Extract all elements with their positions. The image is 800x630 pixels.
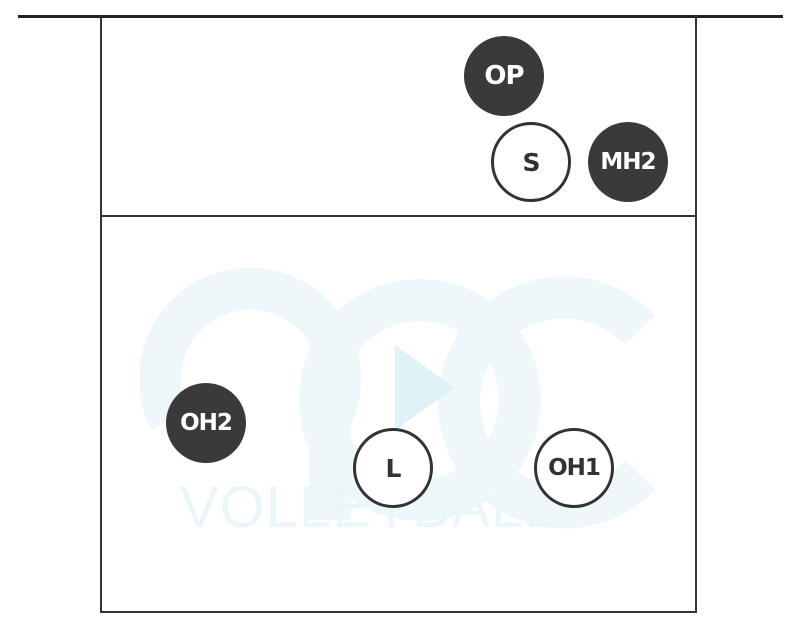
player-s-label: S (522, 147, 540, 177)
net-line (18, 15, 783, 18)
player-l[interactable]: L (353, 428, 433, 508)
player-l-label: L (385, 453, 402, 483)
court-outline (100, 17, 697, 613)
player-oh1-label: OH1 (548, 455, 601, 481)
player-mh2-label: MH2 (600, 149, 656, 175)
player-s[interactable]: S (491, 122, 571, 202)
attack-line (100, 215, 697, 217)
player-op-label: OP (484, 61, 524, 91)
player-oh1[interactable]: OH1 (534, 428, 614, 508)
player-oh2-label: OH2 (180, 410, 233, 436)
player-op[interactable]: OP (464, 36, 544, 116)
player-oh2[interactable]: OH2 (166, 383, 246, 463)
player-mh2[interactable]: MH2 (588, 122, 668, 202)
